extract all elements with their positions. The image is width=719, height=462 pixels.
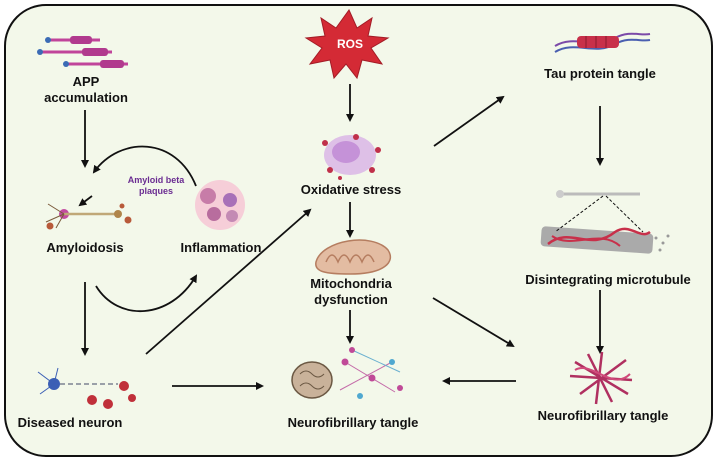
mitochondria-icon [315,239,392,275]
arrow-plaques-to-neuron [78,195,93,207]
tau-label: Tau protein tangle [544,66,656,81]
ros-label: ROS [336,37,363,51]
inflammation-cells-icon [195,180,245,230]
app-label: APP accumulation [44,74,128,105]
arrow-inflammation-to-neuron [92,145,197,187]
oxidative-label: Oxidative stress [300,182,402,197]
neuron-icon [45,203,132,230]
nft-center-label: Neurofibrillary tangle [287,415,419,430]
diseased-neuron-icon [37,367,136,409]
nft-right-label: Neurofibrillary tangle [537,408,669,423]
oxidative-cell-icon [322,134,381,180]
brain-network-icon [291,347,403,399]
arrow-oxidative-to-tau [433,95,505,147]
ros-star-icon [304,9,390,80]
amyloidosis-label: Amyloidosis [46,240,124,255]
microtubule-icon [540,190,670,254]
tau-protein-icon [554,32,651,53]
arrows [78,84,604,390]
arrow-diseased-to-oxidative [145,208,312,355]
inflammation-label: Inflammation [180,240,262,255]
amyloid-beta-label: Amyloid beta plaques [127,175,185,196]
arrow-mito-to-tangle [432,297,515,348]
app-protein-icon [37,36,128,68]
diseased-label: Diseased neuron [17,415,123,430]
disintegrating-label: Disintegrating microtubule [525,272,691,287]
mitochondria-label: Mitochondria dysfunction [310,276,392,307]
tangle-icon [569,351,633,405]
arrow-amyloidosis-to-inflammation [95,274,198,313]
